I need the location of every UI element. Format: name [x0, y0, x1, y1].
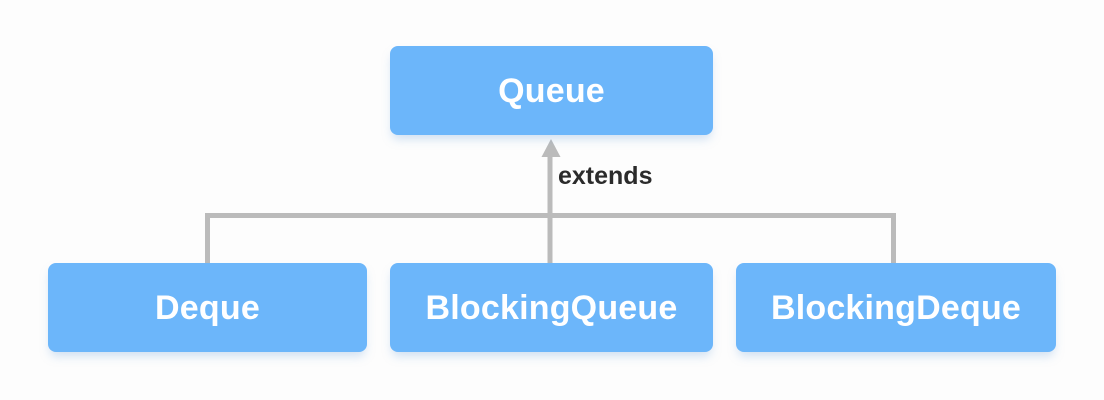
node-deque-label: Deque: [155, 288, 260, 327]
edge-stem-left: [205, 213, 210, 264]
edge-stem-right: [891, 213, 896, 264]
node-queue[interactable]: Queue: [390, 46, 713, 135]
node-blockingqueue[interactable]: BlockingQueue: [390, 263, 713, 352]
node-blockingqueue-label: BlockingQueue: [425, 288, 678, 327]
edge-label-extends: extends: [558, 162, 653, 190]
edge-stem-center: [547, 156, 553, 264]
edge-horizontal-bar: [205, 213, 896, 218]
node-blockingdeque-label: BlockingDeque: [770, 288, 1022, 327]
arrow-up-icon: [541, 139, 561, 157]
node-deque[interactable]: Deque: [48, 263, 367, 352]
node-queue-label: Queue: [498, 71, 605, 110]
node-blockingdeque[interactable]: BlockingDeque: [736, 263, 1056, 352]
